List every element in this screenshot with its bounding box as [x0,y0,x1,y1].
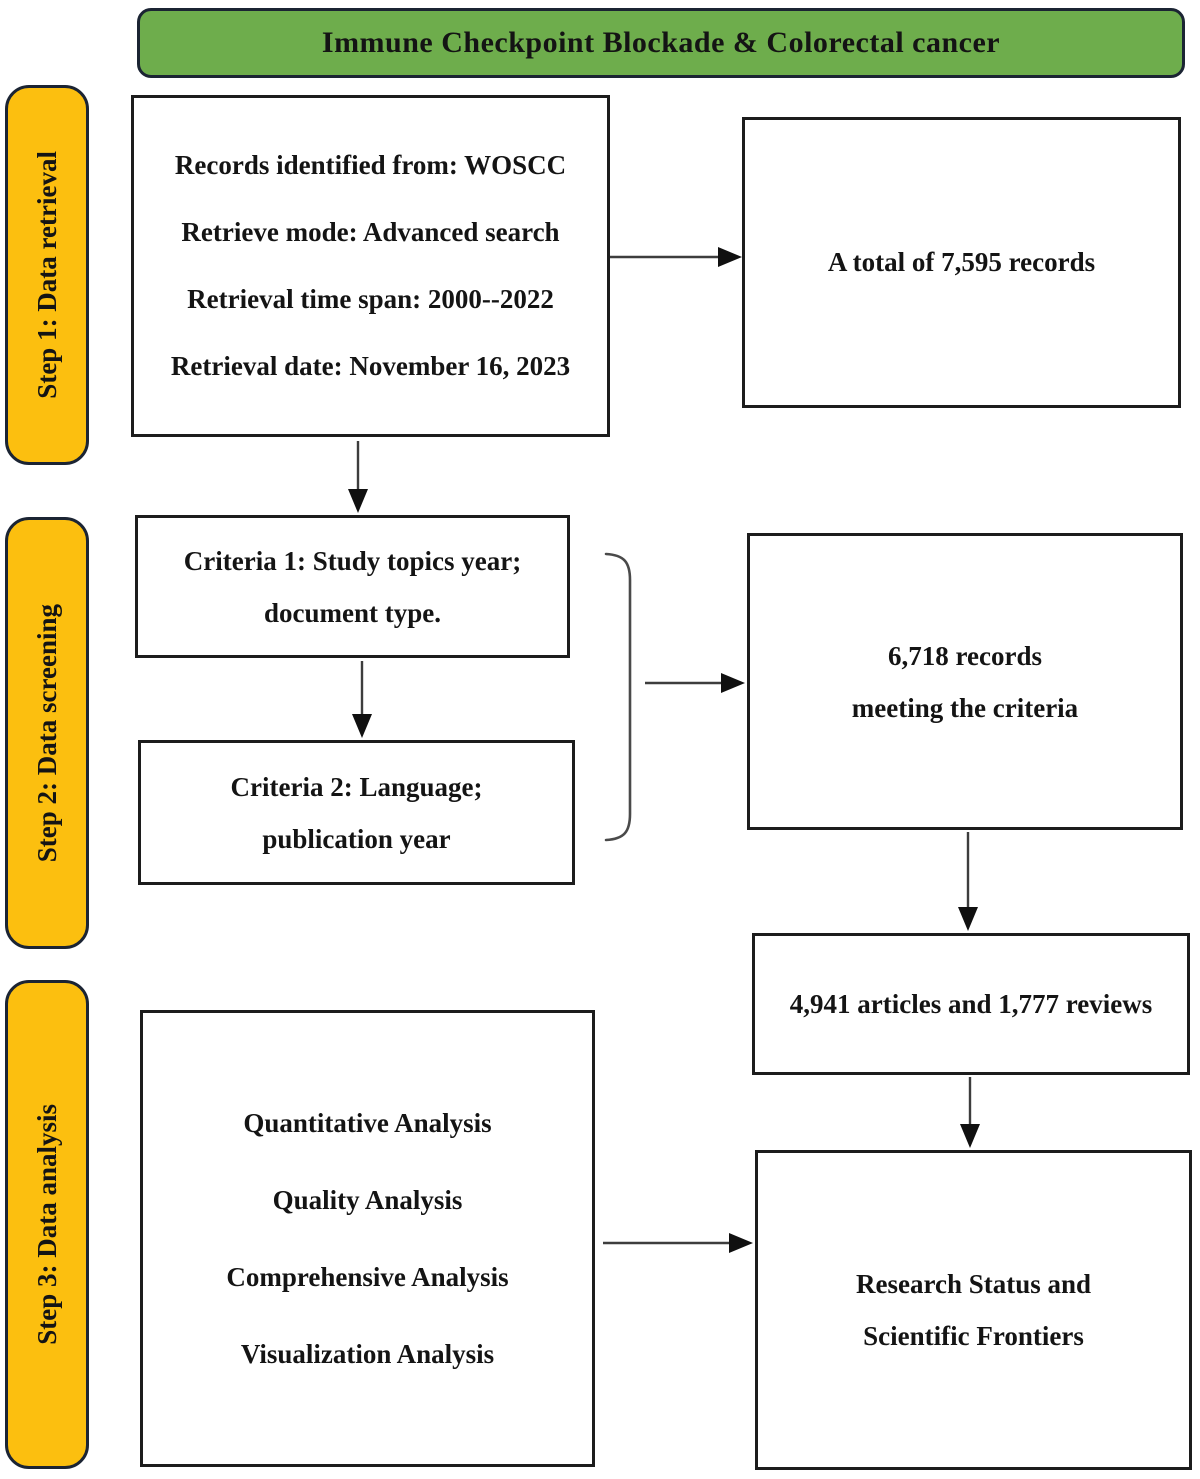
criteria-2-line-1: Criteria 2: Language; [230,771,483,802]
total-records-text: A total of 7,595 records [827,247,1096,277]
step-3-label-text: Step 3: Data analysis [31,1104,62,1345]
analysis-line-3: Comprehensive Analysis [226,1261,509,1292]
criteria-1-line-1: Criteria 1: Study topics year; [183,545,522,576]
analysis-line-4: Visualization Analysis [240,1338,495,1369]
step-2-label-text: Step 2: Data screening [31,603,62,863]
arrow-meeting-to-articles [958,832,978,931]
step-2-label: Step 2: Data screening [5,517,89,949]
arrow-retrieval-to-criteria1 [348,441,368,513]
meeting-criteria-line-1: 6,718 records [888,640,1042,671]
articles-reviews-text: 4,941 articles and 1,777 reviews [789,988,1153,1019]
criteria-2-line-2: publication year [262,823,451,854]
step-3-label: Step 3: Data analysis [5,980,89,1469]
retrieval-source-line: Records identified from: WOSCC [174,150,567,180]
arrow-retrieval-to-total [610,247,742,267]
retrieval-timespan-line: Retrieval time span: 2000--2022 [187,284,554,314]
box-data-retrieval: Records identified from: WOSCC Retrieve … [131,95,610,437]
analysis-line-2: Quality Analysis [272,1184,463,1215]
outcome-line-1: Research Status and [855,1269,1092,1299]
box-total-records: A total of 7,595 records [742,117,1181,408]
box-articles-and-reviews: 4,941 articles and 1,777 reviews [752,933,1190,1075]
analysis-line-1: Quantitative Analysis [243,1107,492,1138]
retrieval-date-line: Retrieval date: November 16, 2023 [170,351,571,381]
outcome-line-2: Scientific Frontiers [863,1321,1084,1351]
meeting-criteria-line-2: meeting the criteria [851,692,1079,723]
box-criteria-1: Criteria 1: Study topics year; document … [135,515,570,658]
criteria-bracket [604,552,632,842]
box-records-meeting-criteria: 6,718 records meeting the criteria [747,533,1183,830]
arrow-bracket-to-meeting [645,673,745,693]
box-criteria-2: Criteria 2: Language; publication year [138,740,575,885]
arrow-analysis-to-outcome [603,1233,753,1253]
retrieval-mode-line: Retrieve mode: Advanced search [181,217,560,247]
box-analysis-methods: Quantitative Analysis Quality Analysis C… [140,1010,595,1467]
arrow-articles-to-outcome [960,1077,980,1148]
title-banner: Immune Checkpoint Blockade & Colorectal … [137,8,1185,78]
criteria-1-line-2: document type. [264,597,441,628]
arrow-criteria1-to-criteria2 [352,661,372,738]
step-1-label: Step 1: Data retrieval [5,85,89,465]
box-research-outcome: Research Status and Scientific Frontiers [755,1150,1192,1470]
step-1-label-text: Step 1: Data retrieval [31,151,62,399]
